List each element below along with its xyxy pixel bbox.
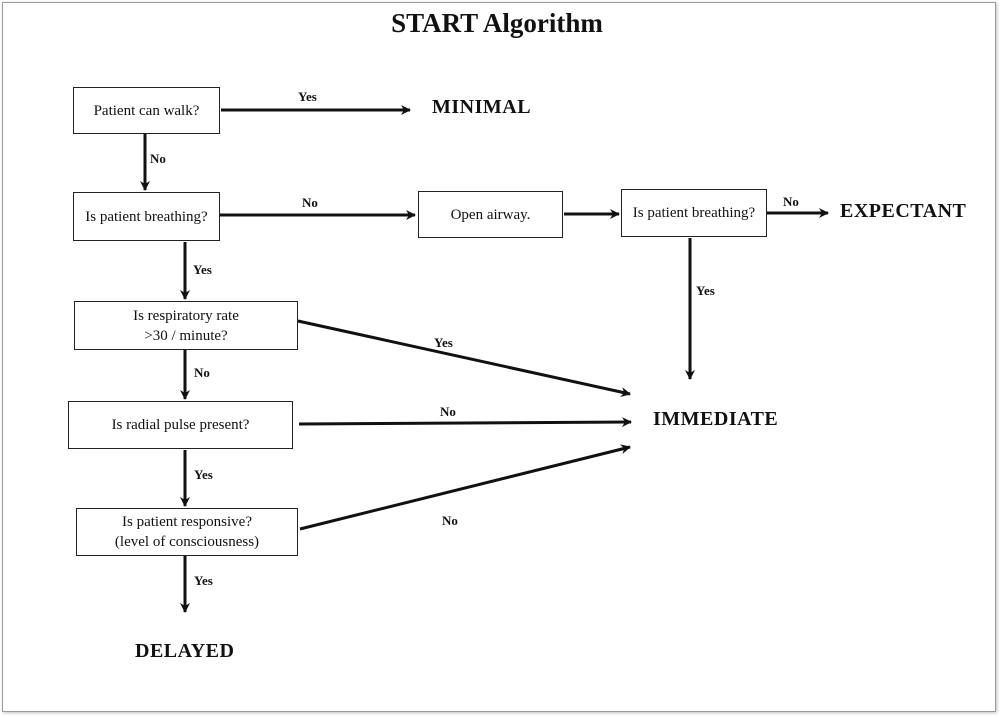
label-resp-yes: Yes bbox=[434, 335, 453, 350]
outcome-minimal: MINIMAL bbox=[432, 96, 532, 118]
diagram-title: START Algorithm bbox=[391, 8, 603, 38]
node-is-patient-breathing: Is patient breathing? bbox=[73, 192, 220, 241]
node-respiratory-rate: Is respiratory rate >30 / minute? bbox=[74, 301, 298, 350]
label-breathing-no: No bbox=[302, 195, 318, 210]
respiratory-rate-line-2: >30 / minute? bbox=[144, 327, 228, 344]
responsive-line-1: Is patient responsive? bbox=[122, 514, 252, 530]
label-responsive-no: No bbox=[442, 513, 458, 528]
node-patient-responsive: Is patient responsive? (level of conscio… bbox=[76, 508, 298, 556]
label-walk-yes: Yes bbox=[298, 89, 317, 104]
label-responsive-yes: Yes bbox=[194, 573, 213, 588]
outcome-expectant: EXPECTANT bbox=[840, 200, 967, 222]
node-patient-can-walk: Patient can walk? bbox=[73, 87, 220, 134]
node-radial-pulse: Is radial pulse present? bbox=[68, 401, 293, 449]
outcome-delayed: DELAYED bbox=[135, 640, 235, 662]
arrow-responsive-to-immediate bbox=[299, 444, 631, 531]
label-breathing2-no: No bbox=[783, 194, 799, 209]
responsive-line-2: (level of consciousness) bbox=[114, 534, 260, 550]
label-resp-no: No bbox=[194, 365, 210, 380]
node-is-patient-breathing-after-airway: Is patient breathing? bbox=[621, 189, 767, 237]
label-walk-no: No bbox=[150, 151, 166, 166]
respiratory-rate-line-1: Is respiratory rate bbox=[133, 307, 239, 324]
arrow-resp-to-immediate bbox=[297, 319, 631, 397]
outcome-immediate: IMMEDIATE bbox=[653, 408, 779, 430]
label-pulse-yes: Yes bbox=[194, 467, 213, 482]
label-breathing-yes: Yes bbox=[193, 262, 212, 277]
label-breathing2-yes: Yes bbox=[696, 283, 715, 298]
label-pulse-no: No bbox=[440, 404, 456, 419]
node-open-airway: Open airway. bbox=[418, 191, 563, 238]
arrow-pulse-to-immediate bbox=[298, 417, 632, 428]
